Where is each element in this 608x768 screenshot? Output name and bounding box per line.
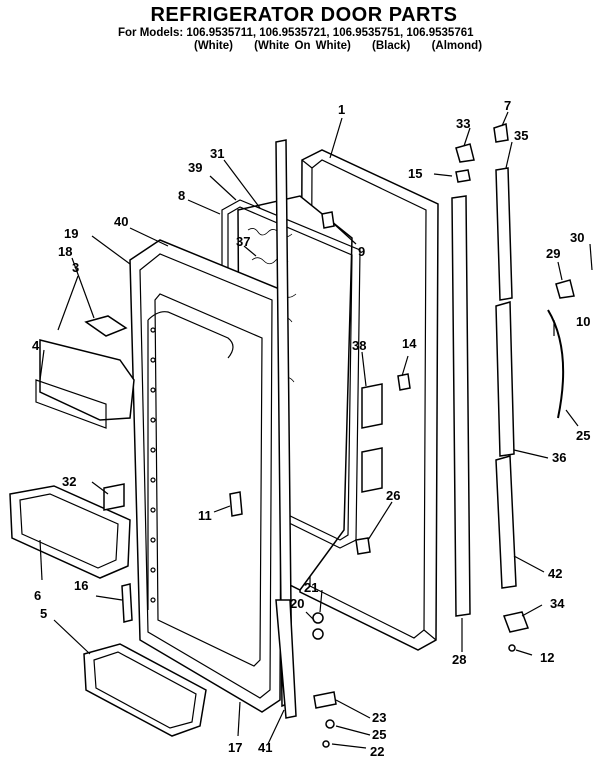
insert-upper (361, 383, 383, 429)
leader-lines (39, 111, 593, 749)
callout-25-bottom: 25 (372, 727, 386, 742)
callout-12: 12 (540, 650, 554, 665)
page-title: REFRIGERATOR DOOR PARTS (150, 4, 458, 26)
callout-35: 35 (514, 128, 528, 143)
handle-cap (555, 279, 575, 299)
hinge-shim (455, 169, 471, 183)
callout-6: 6 (34, 588, 41, 603)
lower-handle-trim (495, 455, 517, 589)
callout-23: 23 (372, 710, 386, 725)
callout-1: 1 (338, 102, 345, 117)
bottom-spacer (325, 719, 335, 729)
callout-41: 41 (258, 740, 272, 755)
hinge-cap (493, 122, 509, 143)
handle-trim-middle (495, 301, 515, 457)
callout-20: 20 (290, 596, 304, 611)
lower-hinge (502, 611, 530, 633)
bottom-bushing (312, 628, 324, 640)
callout-11: 11 (198, 508, 212, 523)
panel-plug (321, 211, 335, 229)
callout-14: 14 (402, 336, 417, 351)
shelf-bracket (229, 491, 243, 517)
callout-8: 8 (178, 188, 185, 203)
bin-clip (121, 583, 133, 623)
callout-31: 31 (210, 146, 224, 161)
model-numbers: For Models: 106.9535711, 106.9535721, 10… (118, 27, 474, 39)
callout-7: 7 (504, 98, 511, 113)
hinge-cover (355, 537, 371, 555)
callout-19: 19 (64, 226, 78, 241)
insert-lower (361, 447, 383, 493)
callout-34: 34 (550, 596, 565, 611)
dairy-door (35, 339, 135, 429)
upper-handle-trim (495, 167, 513, 301)
callout-32: 32 (62, 474, 76, 489)
hinge-screw (508, 644, 516, 652)
callout-15: 15 (408, 166, 422, 181)
callout-9: 9 (358, 244, 365, 259)
door-edge-trim (451, 195, 471, 617)
callout-36: 36 (552, 450, 566, 465)
callout-28: 28 (452, 652, 466, 667)
finish-white: (White) (194, 40, 233, 52)
callout-22: 22 (370, 744, 384, 759)
callout-labels: 1 3 4 5 6 7 8 9 10 11 12 14 15 16 17 18 … (32, 98, 590, 759)
callout-30: 30 (570, 230, 584, 245)
door-bottom-trim (275, 599, 297, 719)
callout-37: 37 (236, 234, 250, 249)
callout-42: 42 (548, 566, 562, 581)
door-bin-small (83, 643, 207, 737)
door-bin-large (9, 485, 131, 579)
liner-rivet-holes (150, 327, 156, 603)
finish-list: (White) (White On White) (Black) (Almond… (194, 40, 498, 52)
callout-17: 17 (228, 740, 242, 755)
callout-16: 16 (74, 578, 88, 593)
callout-25-handle: 25 (576, 428, 590, 443)
callout-40: 40 (114, 214, 128, 229)
butter-dish (84, 315, 128, 337)
panel-clip (397, 373, 411, 391)
bin-bracket (103, 483, 125, 511)
callout-33: 33 (456, 116, 470, 131)
callout-39: 39 (188, 160, 202, 175)
inner-door-liner (129, 239, 283, 713)
callout-26: 26 (386, 488, 400, 503)
callout-18: 18 (58, 244, 72, 259)
finish-black: (Black) (372, 40, 411, 52)
hinge-block (455, 143, 475, 163)
bottom-washer (312, 612, 324, 624)
door-handle (547, 309, 565, 419)
callout-4: 4 (32, 338, 40, 353)
finish-almond: (Almond) (431, 40, 483, 52)
callout-29: 29 (546, 246, 560, 261)
bottom-hinge-plate (313, 691, 337, 709)
callout-38: 38 (352, 338, 366, 353)
callout-5: 5 (40, 606, 47, 621)
finish-white-on-white: (White On White) (254, 40, 351, 52)
bottom-screw (322, 740, 330, 748)
callout-10: 10 (576, 314, 590, 329)
callout-21: 21 (304, 580, 318, 595)
callout-3: 3 (72, 260, 79, 275)
